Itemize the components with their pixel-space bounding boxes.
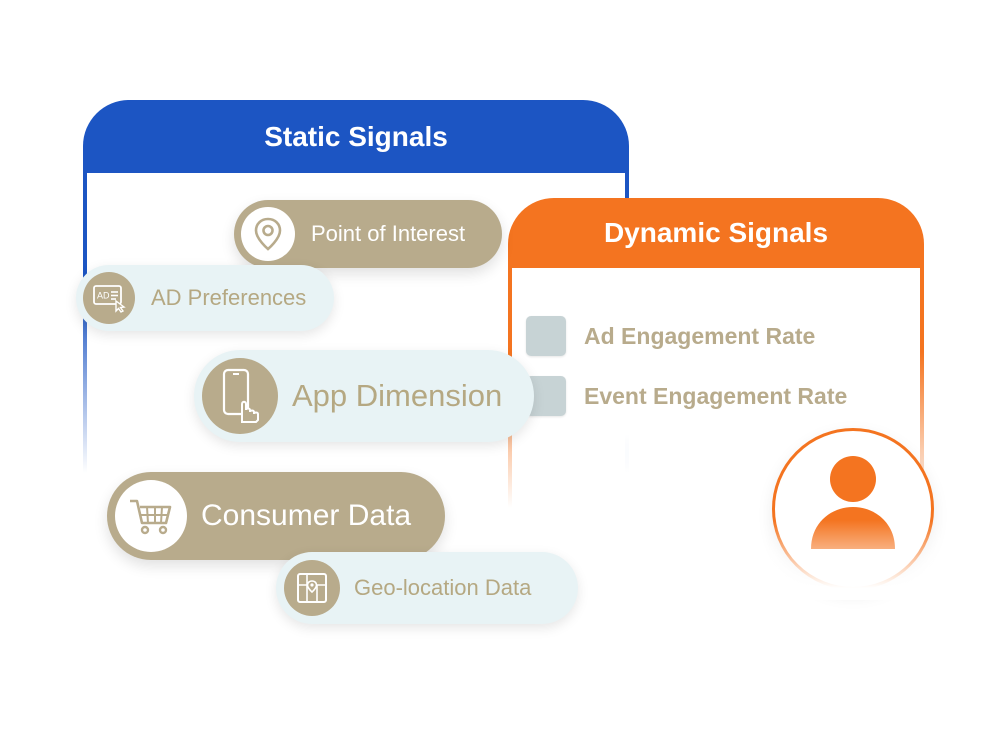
- metric-label: Ad Engagement Rate: [584, 322, 816, 349]
- user-avatar: [772, 428, 934, 590]
- pill-point-of-interest: Point of Interest: [234, 200, 502, 268]
- pill-geo-location-data: Geo-location Data: [276, 552, 578, 624]
- metric-label: Event Engagement Rate: [584, 382, 848, 409]
- pill-consumer-data: Consumer Data: [107, 472, 445, 560]
- pill-label: Geo-location Data: [354, 575, 532, 600]
- pill-label: Consumer Data: [201, 499, 412, 532]
- metric-event-engagement-rate: Event Engagement Rate: [526, 376, 847, 416]
- user-icon: [811, 456, 895, 549]
- metric-checkbox-icon: [526, 316, 566, 356]
- shopping-cart-icon: [115, 480, 187, 552]
- pill-ad-preferences: AD AD Preferences: [76, 265, 334, 331]
- location-pin-icon: [241, 207, 295, 261]
- pill-app-dimension: App Dimension: [194, 350, 534, 442]
- map-icon: [284, 560, 340, 616]
- dynamic-signals-title: Dynamic Signals: [508, 198, 924, 268]
- metric-ad-engagement-rate: Ad Engagement Rate: [526, 316, 815, 356]
- svg-text:AD: AD: [97, 291, 110, 301]
- ad-click-icon: AD: [83, 272, 135, 324]
- pill-label: AD Preferences: [151, 285, 307, 310]
- smartphone-tap-icon: [202, 358, 278, 434]
- static-signals-title: Static Signals: [83, 100, 629, 173]
- pill-label: Point of Interest: [311, 221, 466, 246]
- pill-label: App Dimension: [292, 378, 503, 413]
